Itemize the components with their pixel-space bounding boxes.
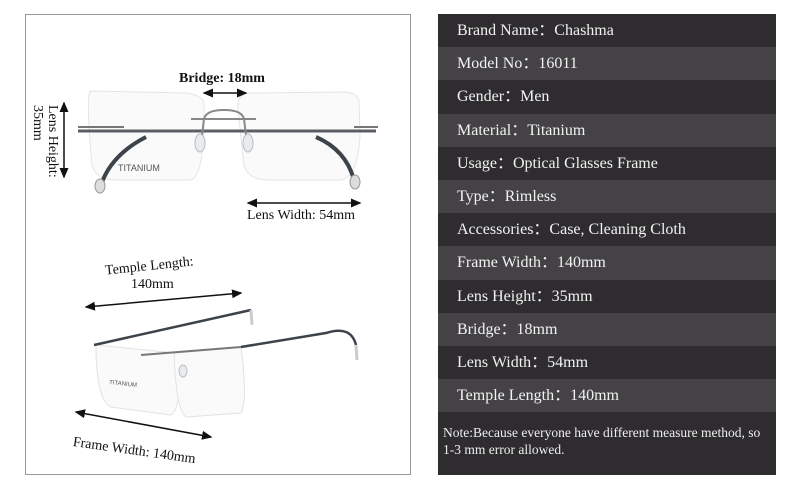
svg-text:TITANIUM: TITANIUM [109,380,137,389]
bridge-label: Bridge: 18mm [179,71,265,86]
spec-row: Brand Name：Chashma [438,14,776,48]
glasses-illustration: TITANIUM TITANIUM [59,88,378,440]
frame-width-arrow [74,409,213,440]
lens-height-label: Lens Height: 35mm [30,105,60,178]
spec-row: Accessories：Case, Cleaning Cloth [438,213,776,247]
product-diagram-panel: TITANIUM TITANIUM Bridge: 18mm Lens Heig… [25,14,411,475]
spec-row: Bridge：18mm [438,312,776,346]
lens-width-label: Lens Width: 54mm [247,208,356,223]
spec-row: Material：Titanium [438,113,776,147]
spec-row: Type：Rimless [438,179,776,214]
spec-row: Lens Width：54mm [438,345,776,380]
front-view-glasses: TITANIUM [78,90,378,194]
measurement-note: Note:Because everyone have different mea… [443,425,761,458]
temple-length-arrow [84,289,243,311]
spec-table: Brand Name：Chashma Model No：16011 Gender… [438,14,776,475]
lens-print-text: TITANIUM [118,163,160,173]
temple-length-label-2: 140mm [131,277,174,292]
spec-row: Temple Length：140mm [438,379,776,413]
spec-row: Gender：Men [438,80,776,114]
spec-row: Usage：Optical Glasses Frame [438,146,776,180]
spec-row: Lens Height：35mm [438,279,776,313]
spec-row: Model No：16011 [438,47,776,81]
spec-row: Frame Width：140mm [438,246,776,280]
angled-view-glasses: TITANIUM [93,308,359,418]
